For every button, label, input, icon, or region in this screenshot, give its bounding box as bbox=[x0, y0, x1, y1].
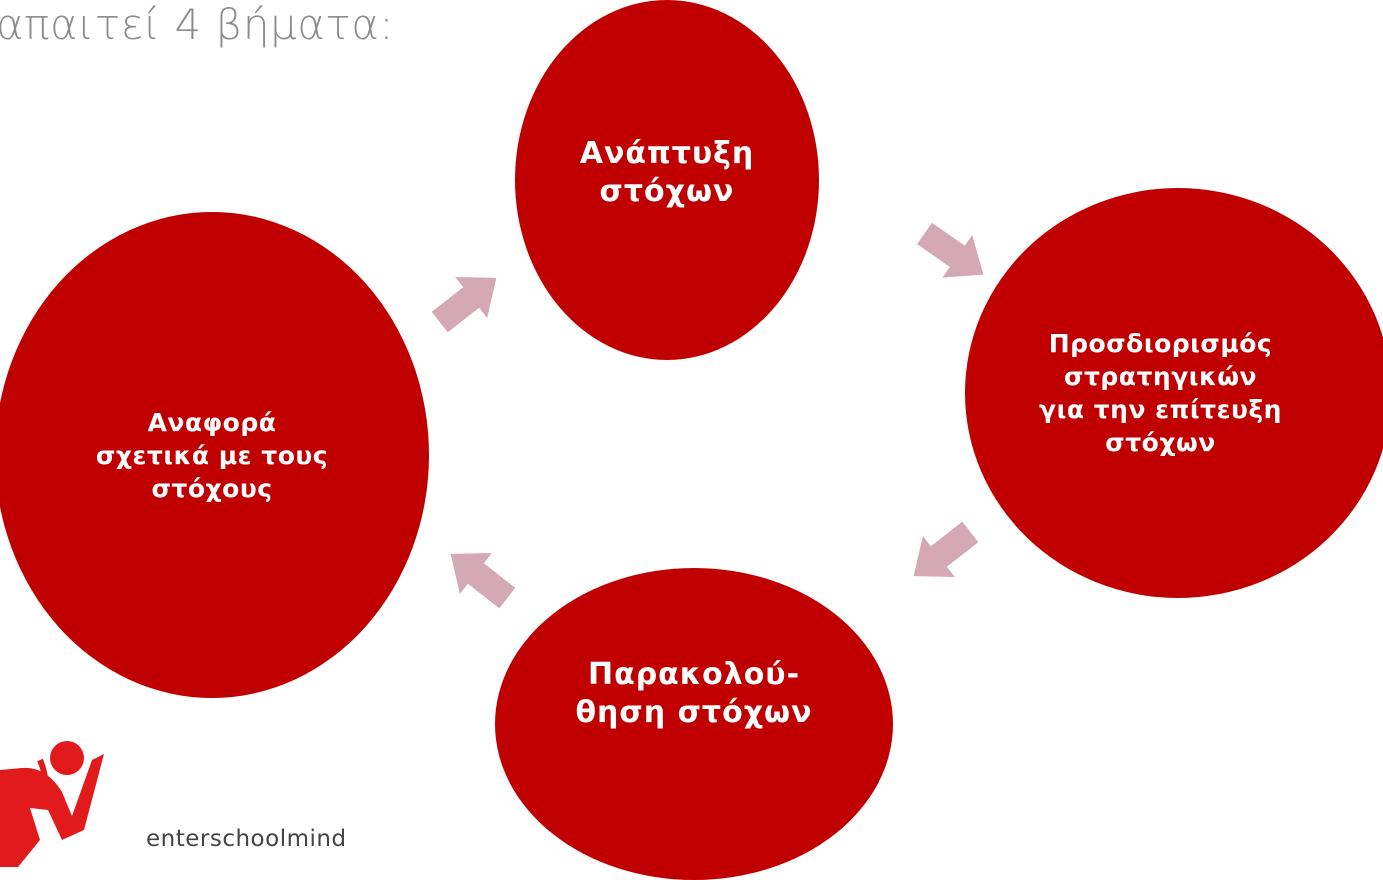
step-report-goals-label: Αναφορά σχετικά με τους στόχους bbox=[95, 407, 329, 503]
arrow-to-step1-icon bbox=[424, 257, 513, 342]
logo-wordmark: enterschoolmind bbox=[146, 826, 347, 852]
step-define-strategies: Προσδιορισμός στρατηγικών για την επίτευ… bbox=[965, 188, 1383, 598]
step-monitor-goals-label: Παρακολού- θηση στόχων bbox=[575, 657, 813, 730]
step-report-goals: Αναφορά σχετικά με τους στόχους bbox=[0, 212, 429, 698]
arrow-to-step2-icon bbox=[910, 212, 999, 296]
page-heading: απαιτεί 4 βήματα: bbox=[0, 0, 395, 49]
step-define-strategies-label: Προσδιορισμός στρατηγικών για την επίτευ… bbox=[1039, 329, 1282, 457]
arrow-to-step3-icon bbox=[898, 511, 987, 596]
enterschoolmind-logo-icon bbox=[0, 720, 290, 867]
arrow-to-step4-icon bbox=[435, 533, 524, 618]
step-develop-goals: Ανάπτυξη στόχων bbox=[515, 0, 819, 360]
step-develop-goals-label: Ανάπτυξη στόχων bbox=[579, 135, 755, 209]
step-monitor-goals: Παρακολού- θηση στόχων bbox=[495, 568, 893, 880]
